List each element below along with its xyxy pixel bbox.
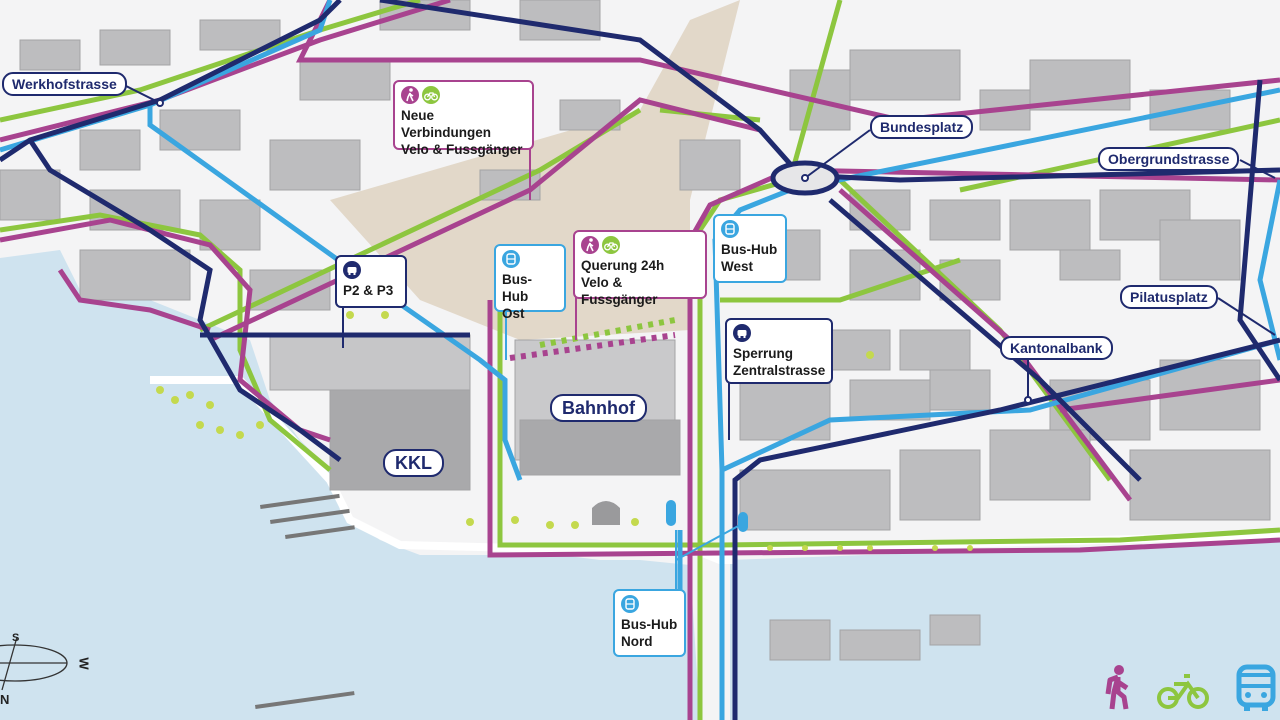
callout-neue-verbindungen[interactable]: Neue Verbindungen Velo & Fussgänger	[393, 80, 534, 157]
pedestrian-icon	[581, 236, 599, 254]
bus-icon	[721, 220, 739, 238]
label-werkhofstrasse[interactable]: Werkhofstrasse	[2, 72, 127, 96]
compass-rose	[0, 636, 68, 691]
callout-bus-hub-ost[interactable]: Bus-Hub Ost	[494, 244, 566, 321]
compass-south: S	[12, 632, 20, 644]
bus-stop-nord-1	[666, 500, 676, 526]
label-bundesplatz[interactable]: Bundesplatz	[870, 115, 974, 139]
callout-text-line1: Querung 24h	[581, 258, 665, 273]
bus-icon	[502, 250, 520, 268]
callout-bus-hub-nord[interactable]: Bus-Hub Nord	[613, 589, 686, 657]
crossing-dotted-green	[539, 317, 676, 348]
callout-text-line1: Bus-Hub	[502, 272, 532, 304]
shoreline-promenade	[150, 376, 1280, 564]
callout-text-line1: P2 & P3	[343, 283, 394, 298]
compass-west: W	[76, 657, 92, 670]
legend-bus-icon	[1236, 664, 1276, 711]
callout-text-line2: West	[721, 259, 754, 274]
bike-icon	[602, 236, 620, 254]
pedestrian-icon	[401, 86, 419, 104]
callout-text-line1: Neue Verbindungen	[401, 108, 492, 140]
callout-text-line1: Sperrung	[733, 346, 794, 361]
label-bahnhof[interactable]: Bahnhof	[550, 394, 647, 422]
car-icon	[343, 261, 361, 279]
bus-stop-nord-2	[738, 512, 748, 532]
trees	[156, 311, 973, 551]
lake	[0, 250, 700, 720]
pointer-lines	[125, 85, 1276, 440]
label-pilatusplatz[interactable]: Pilatusplatz	[1120, 285, 1218, 309]
piers	[255, 493, 355, 709]
label-obergrundstrasse[interactable]: Obergrundstrasse	[1098, 147, 1240, 171]
compass-north: N	[0, 692, 10, 707]
bus-icon	[621, 595, 639, 613]
legend-pedestrian-icon	[1105, 665, 1129, 710]
callout-text-line1: Bus-Hub	[721, 242, 778, 257]
callout-p2-p3[interactable]: P2 & P3	[335, 255, 407, 308]
callout-text-line2: Velo & Fussgänger	[401, 142, 523, 157]
callout-querung-24h[interactable]: Querung 24h Velo & Fussgänger	[573, 230, 707, 307]
river	[730, 540, 1280, 720]
label-kkl[interactable]: KKL	[383, 449, 444, 477]
bike-icon	[422, 86, 440, 104]
label-kantonalbank[interactable]: Kantonalbank	[1000, 336, 1113, 360]
callout-text-line2: Nord	[621, 634, 653, 649]
callout-text-line2: Ost	[502, 306, 525, 321]
callout-bus-hub-west[interactable]: Bus-Hub West	[713, 214, 787, 283]
station-portal	[592, 501, 620, 525]
callout-text-line2: Velo & Fussgänger	[581, 275, 658, 307]
callout-text-line2: Zentralstrasse	[733, 363, 826, 378]
car-icon	[733, 324, 751, 342]
legend-bike-icon	[1157, 674, 1209, 709]
callout-text-line1: Bus-Hub	[621, 617, 678, 632]
callout-sperrung-zentralstrasse[interactable]: Sperrung Zentralstrasse	[725, 318, 833, 384]
